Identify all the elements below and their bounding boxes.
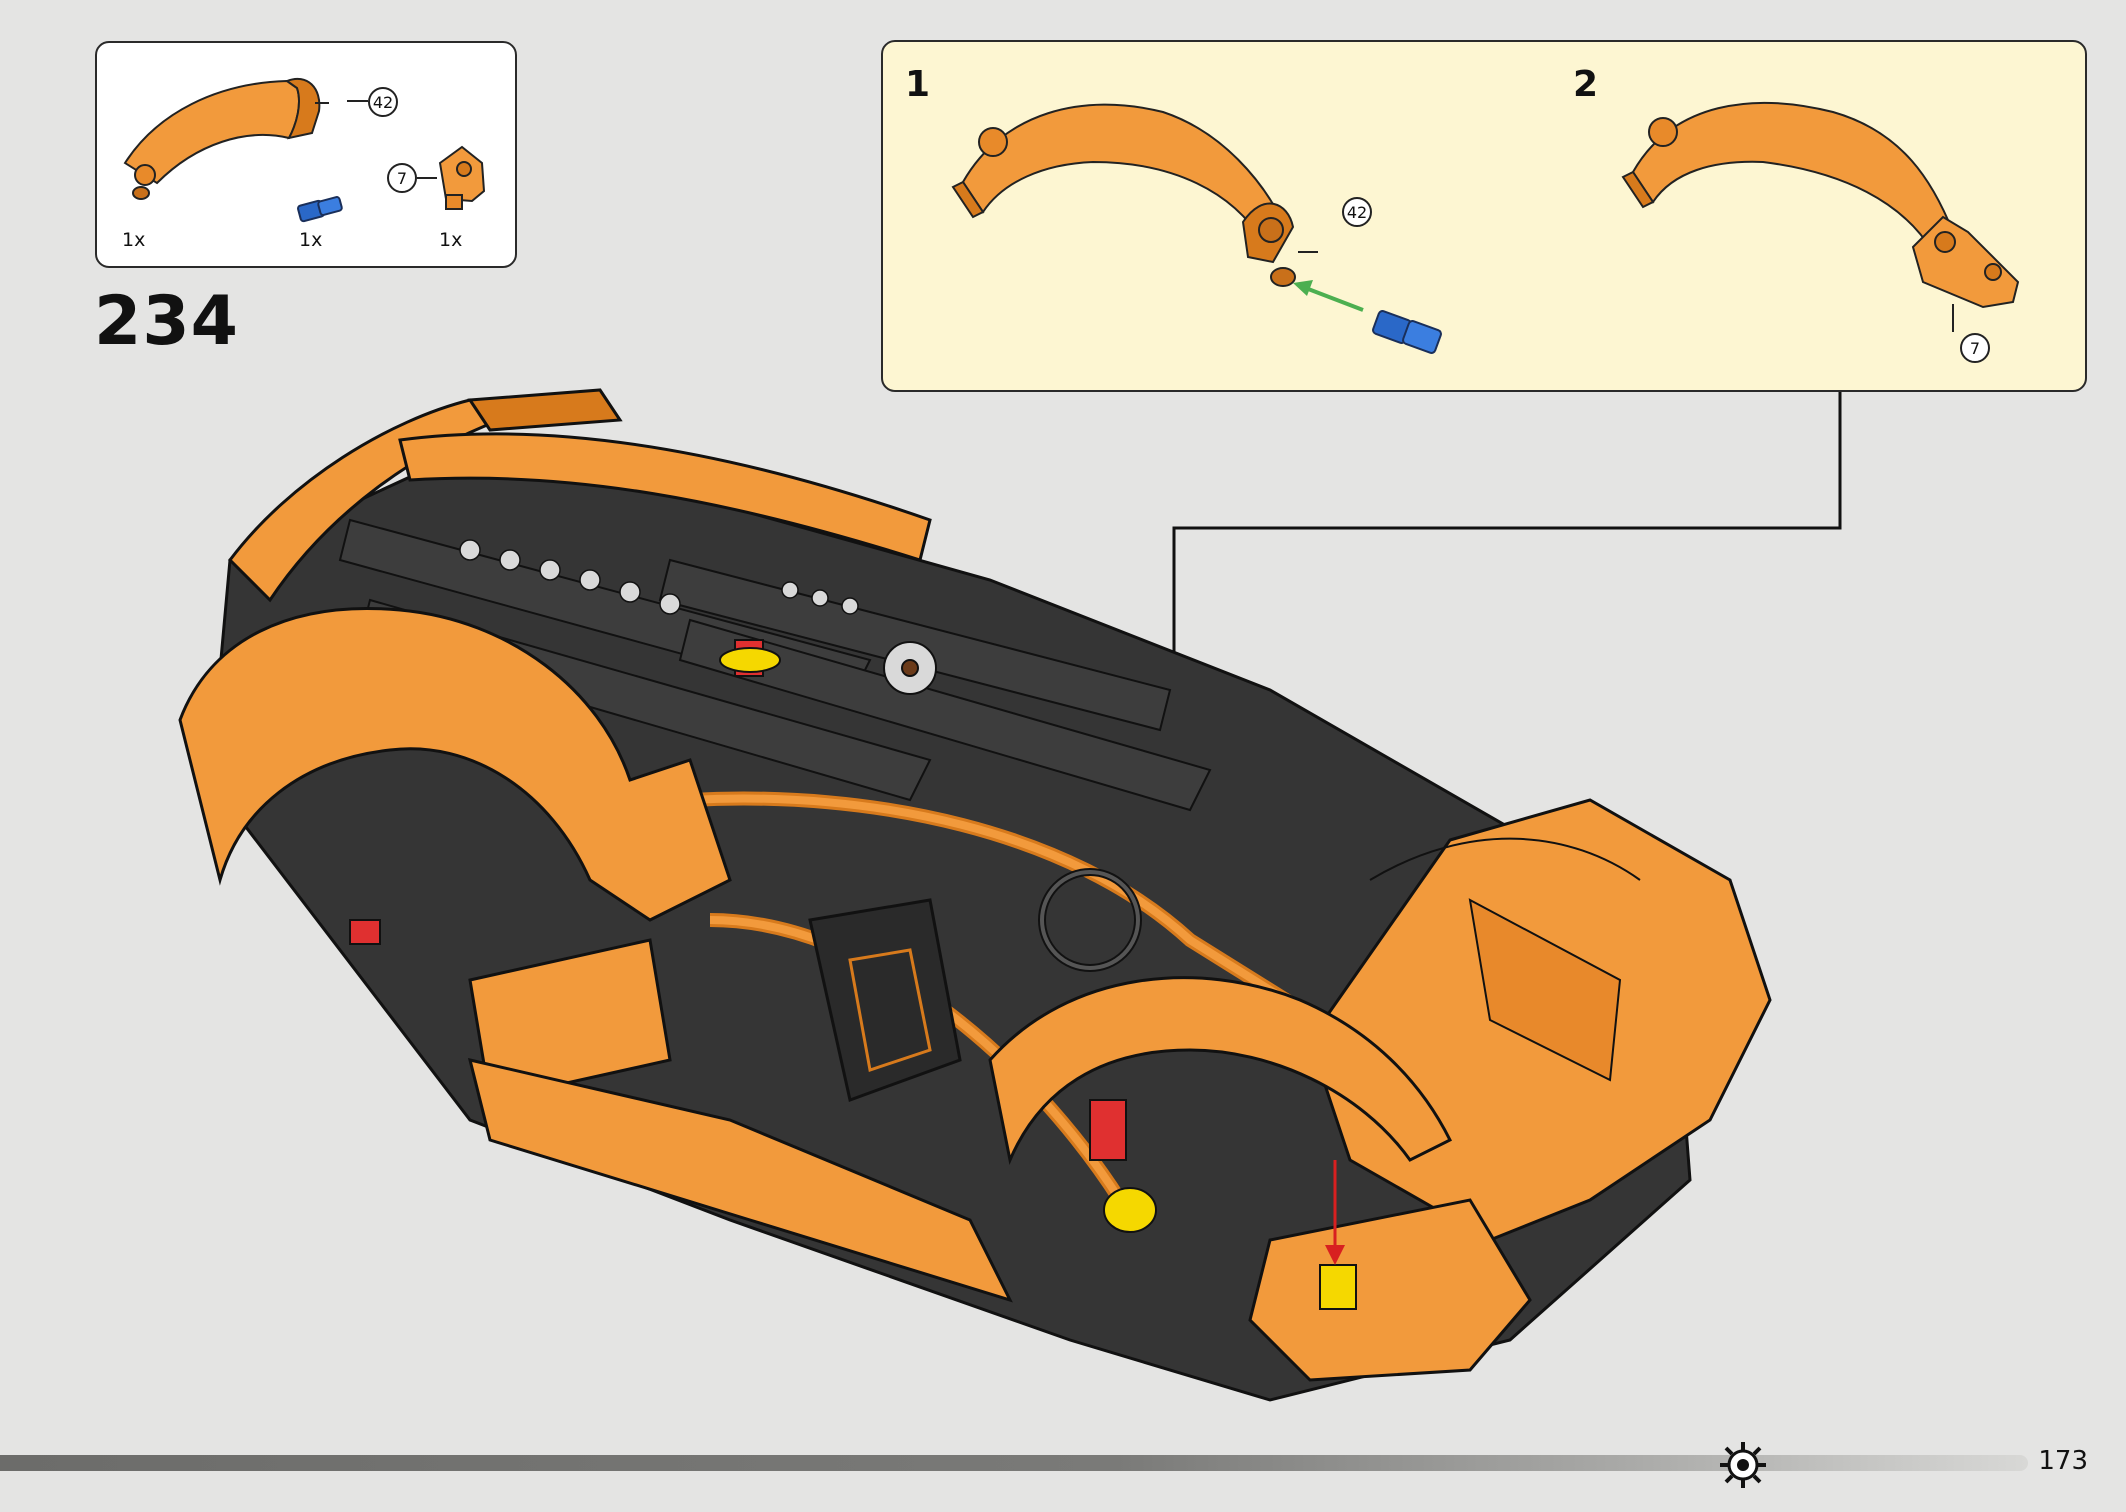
gear-icon — [1720, 1442, 1766, 1488]
callout-leader-lines — [347, 100, 437, 179]
page-number: 173 — [2038, 1446, 2088, 1476]
insert-arrow-line — [1302, 285, 1364, 312]
sub-step-1-number: 1 — [905, 64, 931, 105]
sub-assembly-panel: 1 2 42 7 — [881, 40, 2087, 392]
insert-arrow-head — [1293, 280, 1313, 296]
step-number: 234 — [94, 282, 239, 361]
angled-connector-part-icon — [438, 145, 486, 210]
part-callout-42: 42 — [368, 87, 398, 117]
sub-step-2-illustration — [1621, 101, 2020, 332]
sub-step-2-number: 2 — [1573, 64, 1599, 105]
sub-step-2-callout-7: 7 — [1960, 333, 1990, 363]
main-model-illustration — [178, 388, 1772, 1402]
part-qty-fender: 1x — [122, 229, 146, 251]
blue-pin-part-icon — [297, 196, 343, 223]
part-callout-7: 7 — [387, 163, 417, 193]
progress-bar — [0, 1455, 2028, 1471]
sub-step-1-callout-42: 42 — [1342, 197, 1372, 227]
parts-list-panel: 42 7 1x 1x 1x — [95, 41, 517, 268]
curved-fender-part-icon — [123, 77, 329, 200]
part-qty-pin: 1x — [299, 229, 323, 251]
sub-step-1-blue-pin — [1372, 310, 1442, 354]
part-qty-connector: 1x — [439, 229, 463, 251]
sub-step-1-illustration — [951, 103, 1364, 312]
